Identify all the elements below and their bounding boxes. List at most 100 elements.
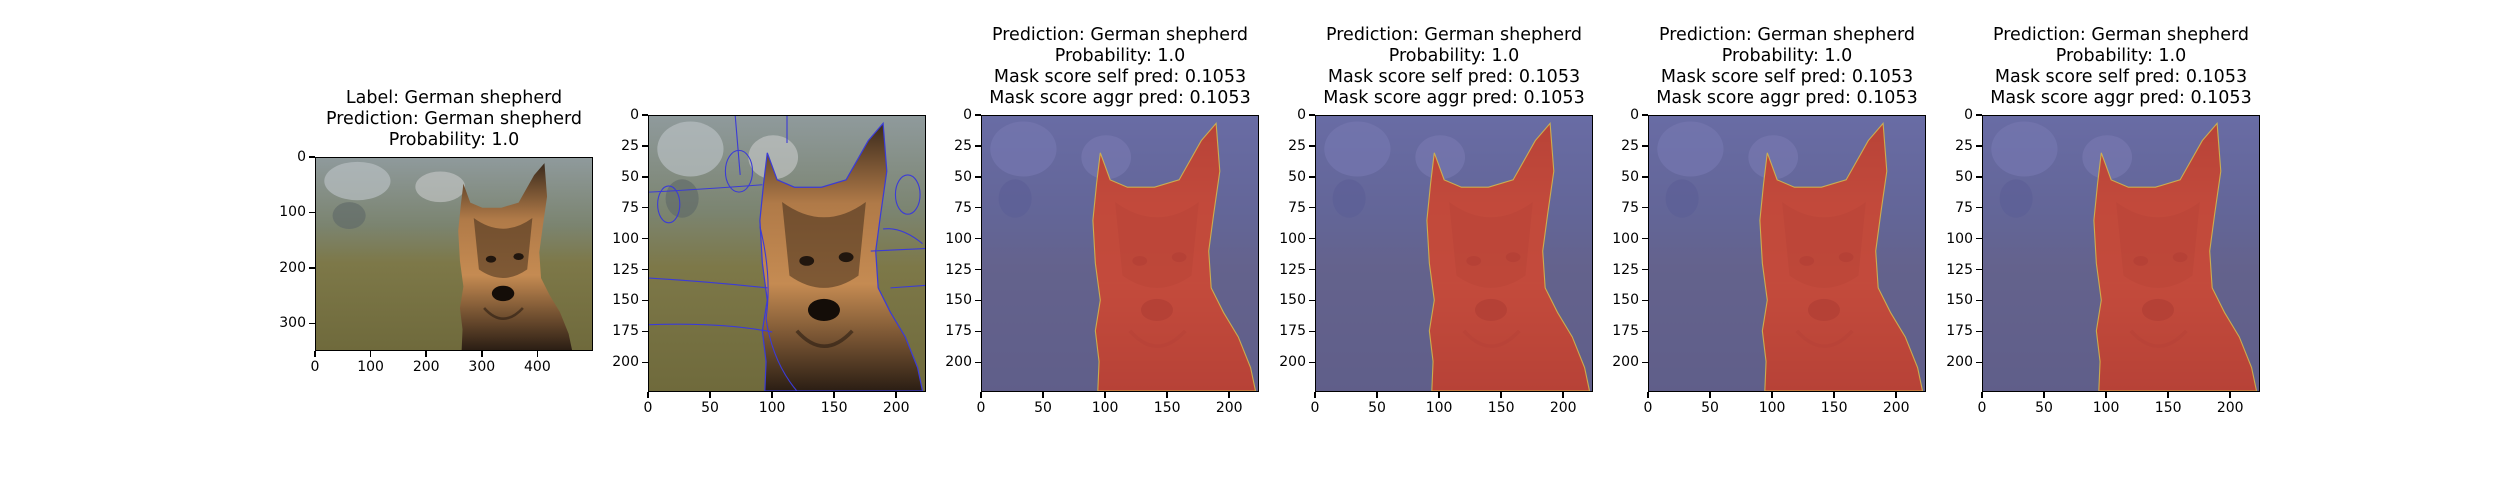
x-tick-mark [2043, 392, 2045, 398]
y-tick-mark [642, 114, 648, 116]
y-tick-label: 50 [1288, 168, 1306, 185]
x-tick-label: 50 [1368, 400, 1386, 416]
y-tick-mark [1642, 361, 1648, 364]
panel-title-line: Mask score aggr pred: 0.1053 [1323, 88, 1585, 108]
x-tick-label: 50 [701, 400, 719, 416]
y-tick-mark [1642, 268, 1648, 271]
y-tick-label: 0 [297, 149, 306, 165]
x-tick-label: 150 [1153, 400, 1181, 416]
panel-image [981, 115, 1259, 392]
x-tick-mark [833, 392, 835, 398]
panel-title-line: Probability: 1.0 [1054, 46, 1186, 66]
x-tick-mark [980, 392, 982, 398]
panel-image [648, 115, 926, 392]
x-tick-mark [1981, 392, 1983, 398]
x-tick-label: 100 [2092, 400, 2120, 416]
y-tick-mark [1309, 268, 1315, 271]
y-tick-label: 125 [612, 261, 639, 278]
x-tick-label: 0 [643, 400, 653, 416]
panel-title-line: Mask score aggr pred: 0.1053 [1656, 88, 1918, 108]
y-tick-mark [975, 361, 981, 364]
y-tick-label: 100 [279, 204, 306, 221]
x-tick-label: 200 [2216, 400, 2244, 416]
y-tick-label: 50 [621, 168, 639, 185]
y-tick-mark [1976, 114, 1982, 116]
y-tick-label: 200 [945, 354, 972, 371]
y-tick-mark [975, 176, 981, 178]
panel-title-line: Prediction: German shepherd [992, 25, 1248, 45]
y-tick-label: 25 [1288, 137, 1306, 154]
y-tick-label: 150 [612, 292, 639, 309]
y-tick-mark [1976, 299, 1982, 302]
x-tick-mark [481, 351, 483, 357]
y-tick-label: 100 [1279, 230, 1306, 247]
x-tick-mark [1438, 392, 1440, 398]
x-tick-mark [1647, 392, 1649, 398]
y-tick-mark [1976, 268, 1982, 271]
panel-title-line: Mask score aggr pred: 0.1053 [1990, 88, 2252, 108]
y-tick-label: 200 [1279, 354, 1306, 371]
x-tick-label: 200 [882, 400, 910, 416]
y-tick-label: 75 [621, 199, 639, 216]
y-tick-mark [309, 267, 315, 269]
y-tick-label: 0 [1964, 107, 1973, 123]
y-tick-mark [1642, 330, 1648, 333]
y-tick-mark [642, 361, 648, 364]
y-tick-mark [1976, 176, 1982, 178]
y-tick-mark [975, 145, 981, 147]
y-tick-label: 175 [1946, 323, 1973, 340]
y-tick-label: 25 [1955, 137, 1973, 154]
y-tick-mark [642, 176, 648, 178]
x-tick-label: 150 [820, 400, 848, 416]
y-tick-label: 75 [1955, 199, 1973, 216]
y-tick-mark [1642, 206, 1648, 209]
x-tick-label: 0 [1977, 400, 1987, 416]
x-tick-mark [1376, 392, 1378, 398]
y-tick-mark [1976, 206, 1982, 209]
y-tick-label: 25 [621, 137, 639, 154]
x-tick-mark [1104, 392, 1106, 398]
x-tick-label: 200 [1549, 400, 1577, 416]
panel-title-line: Probability: 1.0 [1388, 46, 1520, 66]
y-tick-label: 75 [1621, 199, 1639, 216]
x-tick-label: 0 [1643, 400, 1653, 416]
x-tick-label: 50 [1701, 400, 1719, 416]
x-tick-label: 400 [524, 359, 551, 375]
panel-title-line: Mask score aggr pred: 0.1053 [989, 88, 1251, 108]
x-tick-mark [895, 392, 897, 398]
y-tick-label: 200 [1946, 354, 1973, 371]
panel-title-line: Probability: 1.0 [388, 130, 520, 150]
x-tick-label: 200 [1215, 400, 1243, 416]
panel-image [1982, 115, 2260, 392]
x-tick-mark [1771, 392, 1773, 398]
y-tick-label: 100 [612, 230, 639, 247]
x-tick-mark [1833, 392, 1835, 398]
y-tick-label: 200 [612, 354, 639, 371]
y-tick-label: 125 [945, 261, 972, 278]
y-tick-mark [975, 206, 981, 209]
y-tick-label: 200 [279, 259, 306, 276]
x-tick-mark [536, 351, 539, 357]
x-tick-label: 100 [1091, 400, 1119, 416]
x-tick-label: 150 [1820, 400, 1848, 416]
x-tick-mark [2167, 392, 2169, 398]
y-tick-label: 175 [1279, 323, 1306, 340]
y-tick-mark [309, 322, 315, 325]
y-tick-mark [1976, 237, 1982, 240]
y-tick-label: 0 [1630, 107, 1639, 123]
panel-title-line: Mask score self pred: 0.1053 [1660, 67, 1914, 87]
y-tick-mark [1642, 299, 1648, 302]
y-tick-label: 100 [1946, 230, 1973, 247]
x-tick-label: 0 [1310, 400, 1320, 416]
x-tick-mark [1709, 392, 1711, 398]
x-tick-label: 150 [2154, 400, 2182, 416]
y-tick-mark [1309, 330, 1315, 333]
